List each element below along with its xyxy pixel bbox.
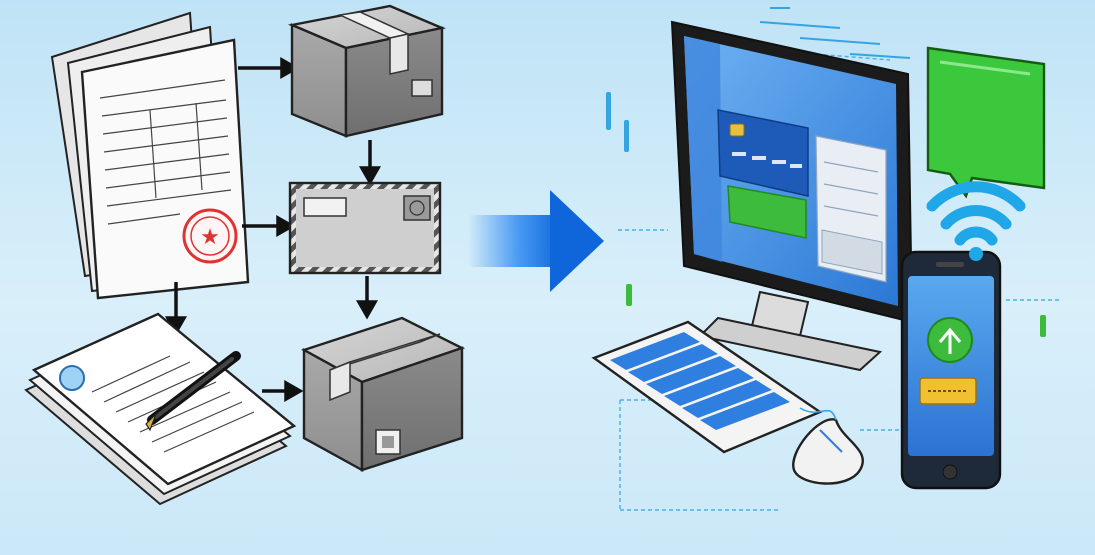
wifi-icon [926, 181, 1026, 246]
right-arrow-icon [468, 190, 604, 292]
pen-icon [145, 351, 241, 432]
mail-envelope-icon [288, 181, 442, 275]
arrow-right-icon [276, 214, 296, 238]
stamp-icon: ★ [182, 208, 238, 264]
cardboard-box-icon [301, 316, 466, 473]
mouse-icon [792, 407, 864, 485]
keyboard-icon [591, 320, 823, 454]
arrow-right-icon [284, 379, 304, 403]
stamp-symbol: ★ [200, 225, 220, 250]
flow-arrows [164, 56, 382, 403]
arrow-down-icon [355, 300, 379, 320]
credit-card-icon [717, 109, 809, 197]
arrow-right-icon [280, 56, 300, 80]
paper-documents-icon: ★ [50, 11, 250, 300]
pay-button-icon [727, 185, 807, 239]
chat-bubble-icon [926, 46, 1046, 199]
monitor-icon [670, 20, 914, 372]
wifi-dot [969, 247, 983, 261]
signal-lines [759, 7, 911, 59]
cardboard-box-icon [287, 4, 447, 138]
form-with-pen-icon [24, 312, 297, 506]
smartphone-icon [900, 250, 1002, 490]
keyboard-keys [610, 332, 790, 430]
arrow-down-icon [358, 166, 382, 186]
circuit-nodes [606, 92, 1046, 337]
